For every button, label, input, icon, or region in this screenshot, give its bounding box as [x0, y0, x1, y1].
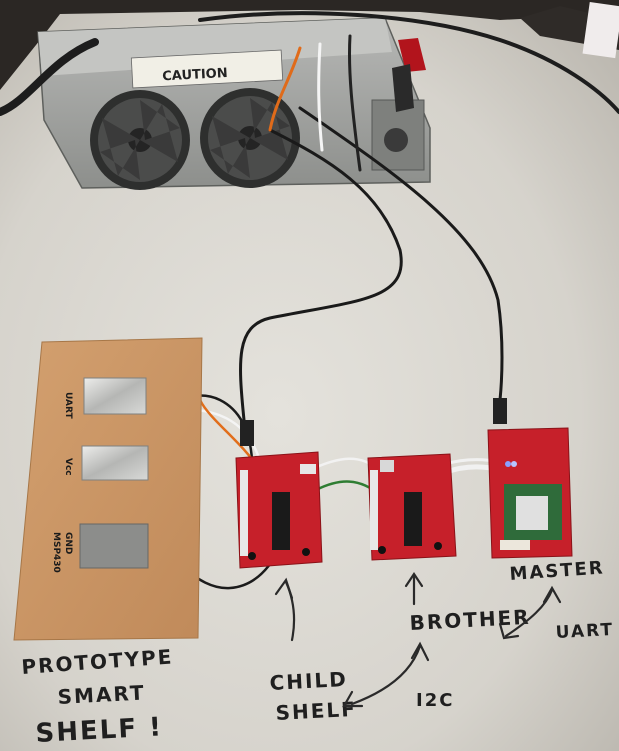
pad-label-uart: UART [63, 392, 73, 420]
psu-fan-right [200, 88, 300, 188]
psu-fan-left [90, 90, 190, 190]
usb-connector-left [240, 420, 254, 446]
power-supply: CAUTION [37, 17, 431, 190]
annotation-shelf: SHELF [275, 697, 357, 725]
annotation-child-shelf: CHILD SHELF [269, 667, 357, 725]
annotation-arrows [274, 572, 562, 708]
annotation-uart: UART [555, 620, 614, 643]
red-terminal [398, 38, 426, 72]
pad-label-vcc: Vcc [63, 458, 73, 476]
pad-vcc [81, 445, 149, 481]
master-launchpad [487, 427, 573, 559]
annotation-prototype-line3: SHELF ! [35, 712, 164, 749]
prototype-shelf-board: UART Vcc GND MSP430 [13, 337, 203, 641]
annotation-i2c: I2C [416, 690, 454, 711]
pad-label-msp430: MSP430 [51, 532, 61, 573]
child-shelf-launchpad [235, 451, 323, 569]
annotation-child: CHILD [269, 667, 348, 695]
usb-connector-right [493, 398, 507, 424]
annotation-prototype-line2: SMART [57, 680, 146, 709]
pad-uart [83, 377, 147, 415]
pad-gnd [79, 523, 149, 569]
pad-label-gnd: GND [63, 532, 73, 554]
brother-launchpad [367, 453, 457, 561]
psu-caution-label: CAUTION [162, 66, 228, 84]
